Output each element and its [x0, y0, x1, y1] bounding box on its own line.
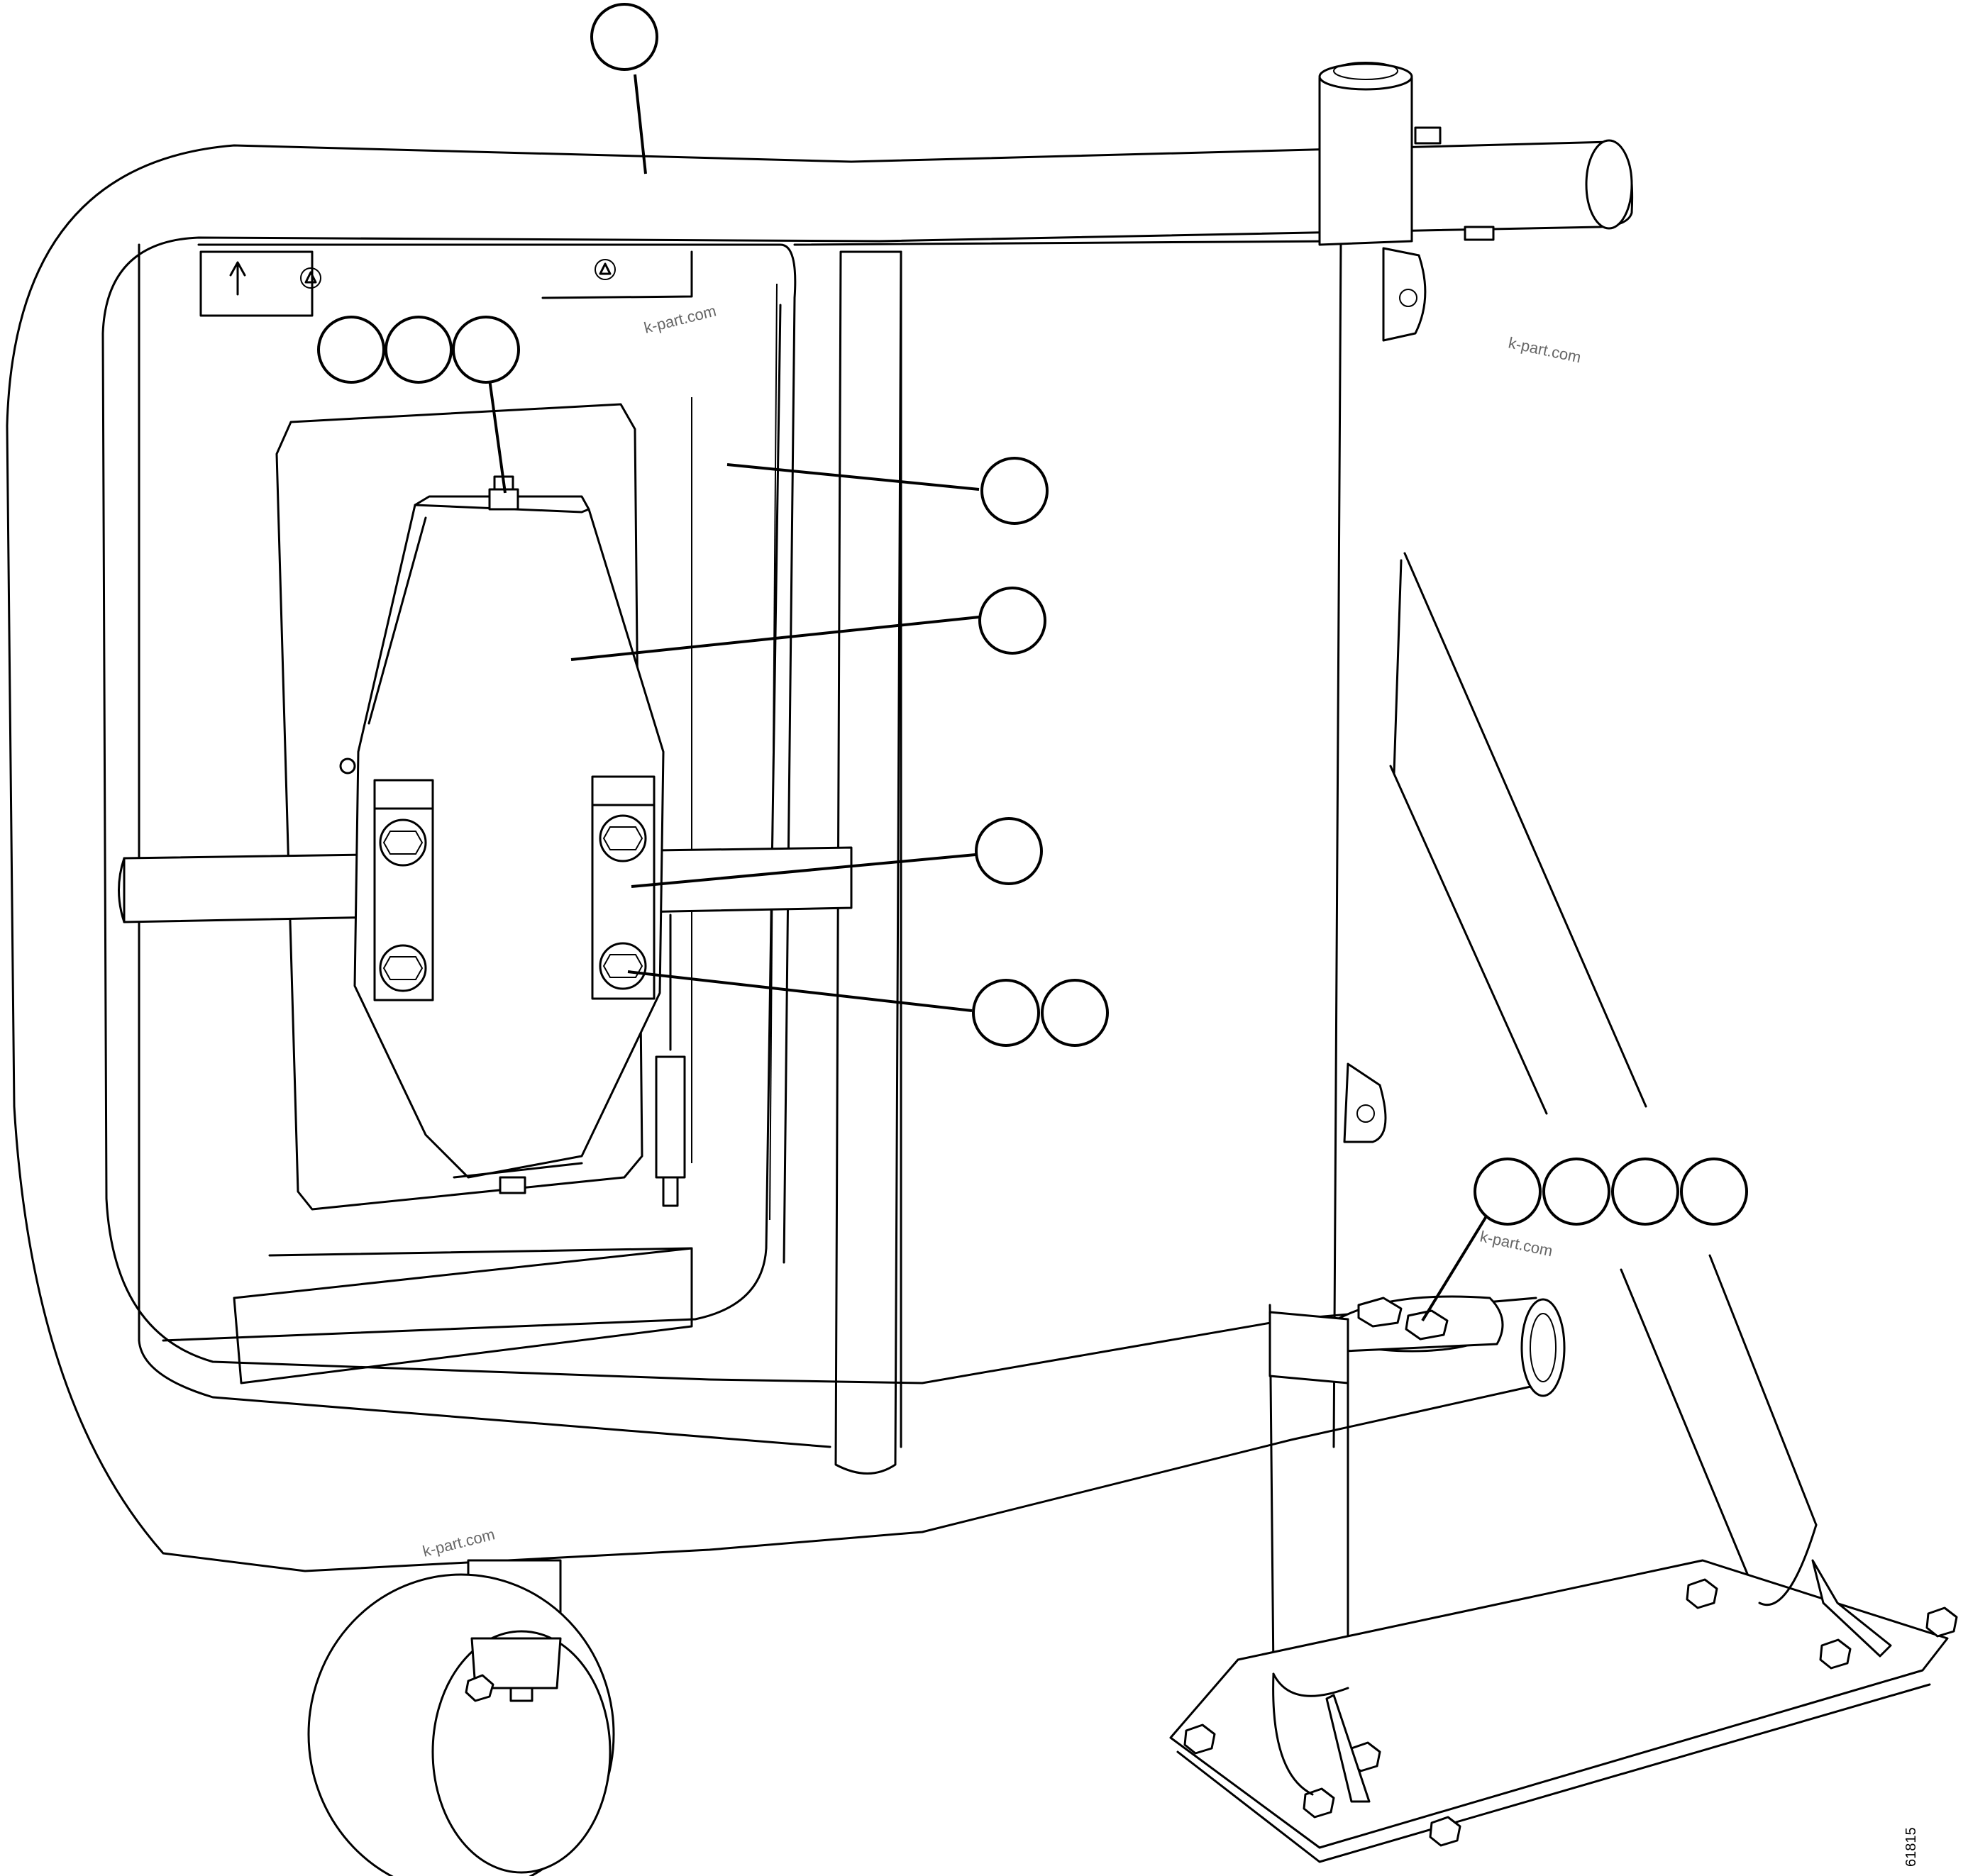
clamp-callout	[975, 817, 1043, 885]
warning-triangle-icon	[300, 259, 616, 289]
base-plate	[1169, 1523, 1958, 1863]
base-bolt-callouts	[1474, 1158, 1748, 1226]
swivel-mount	[1268, 1295, 1504, 1384]
caster-wheel	[307, 1559, 615, 1876]
watermark-text: k-part.com	[642, 301, 718, 336]
clamp-bolt-callouts	[972, 979, 1109, 1047]
watermark-text: k-part.com	[1478, 1227, 1554, 1260]
mount-callout	[978, 587, 1046, 655]
watermark-text: k-part.com	[421, 1525, 497, 1560]
tank-callout	[980, 457, 1049, 525]
upright-pole	[1318, 62, 1495, 1143]
top-frame-callout	[590, 3, 658, 71]
figure-number: 61815	[1903, 1827, 1919, 1867]
heater-unit	[339, 475, 686, 1207]
upper-bolt-callouts	[317, 316, 520, 384]
tank-body	[138, 240, 1342, 1448]
vertical-post	[834, 250, 902, 1475]
watermark-text: k-part.com	[1507, 333, 1583, 366]
arrow-up-icon	[229, 261, 246, 296]
main-frame	[6, 139, 1634, 1572]
leader-lines	[488, 74, 1488, 1322]
diagonal-brace	[1389, 552, 1818, 1604]
mount-plate	[275, 403, 643, 1211]
